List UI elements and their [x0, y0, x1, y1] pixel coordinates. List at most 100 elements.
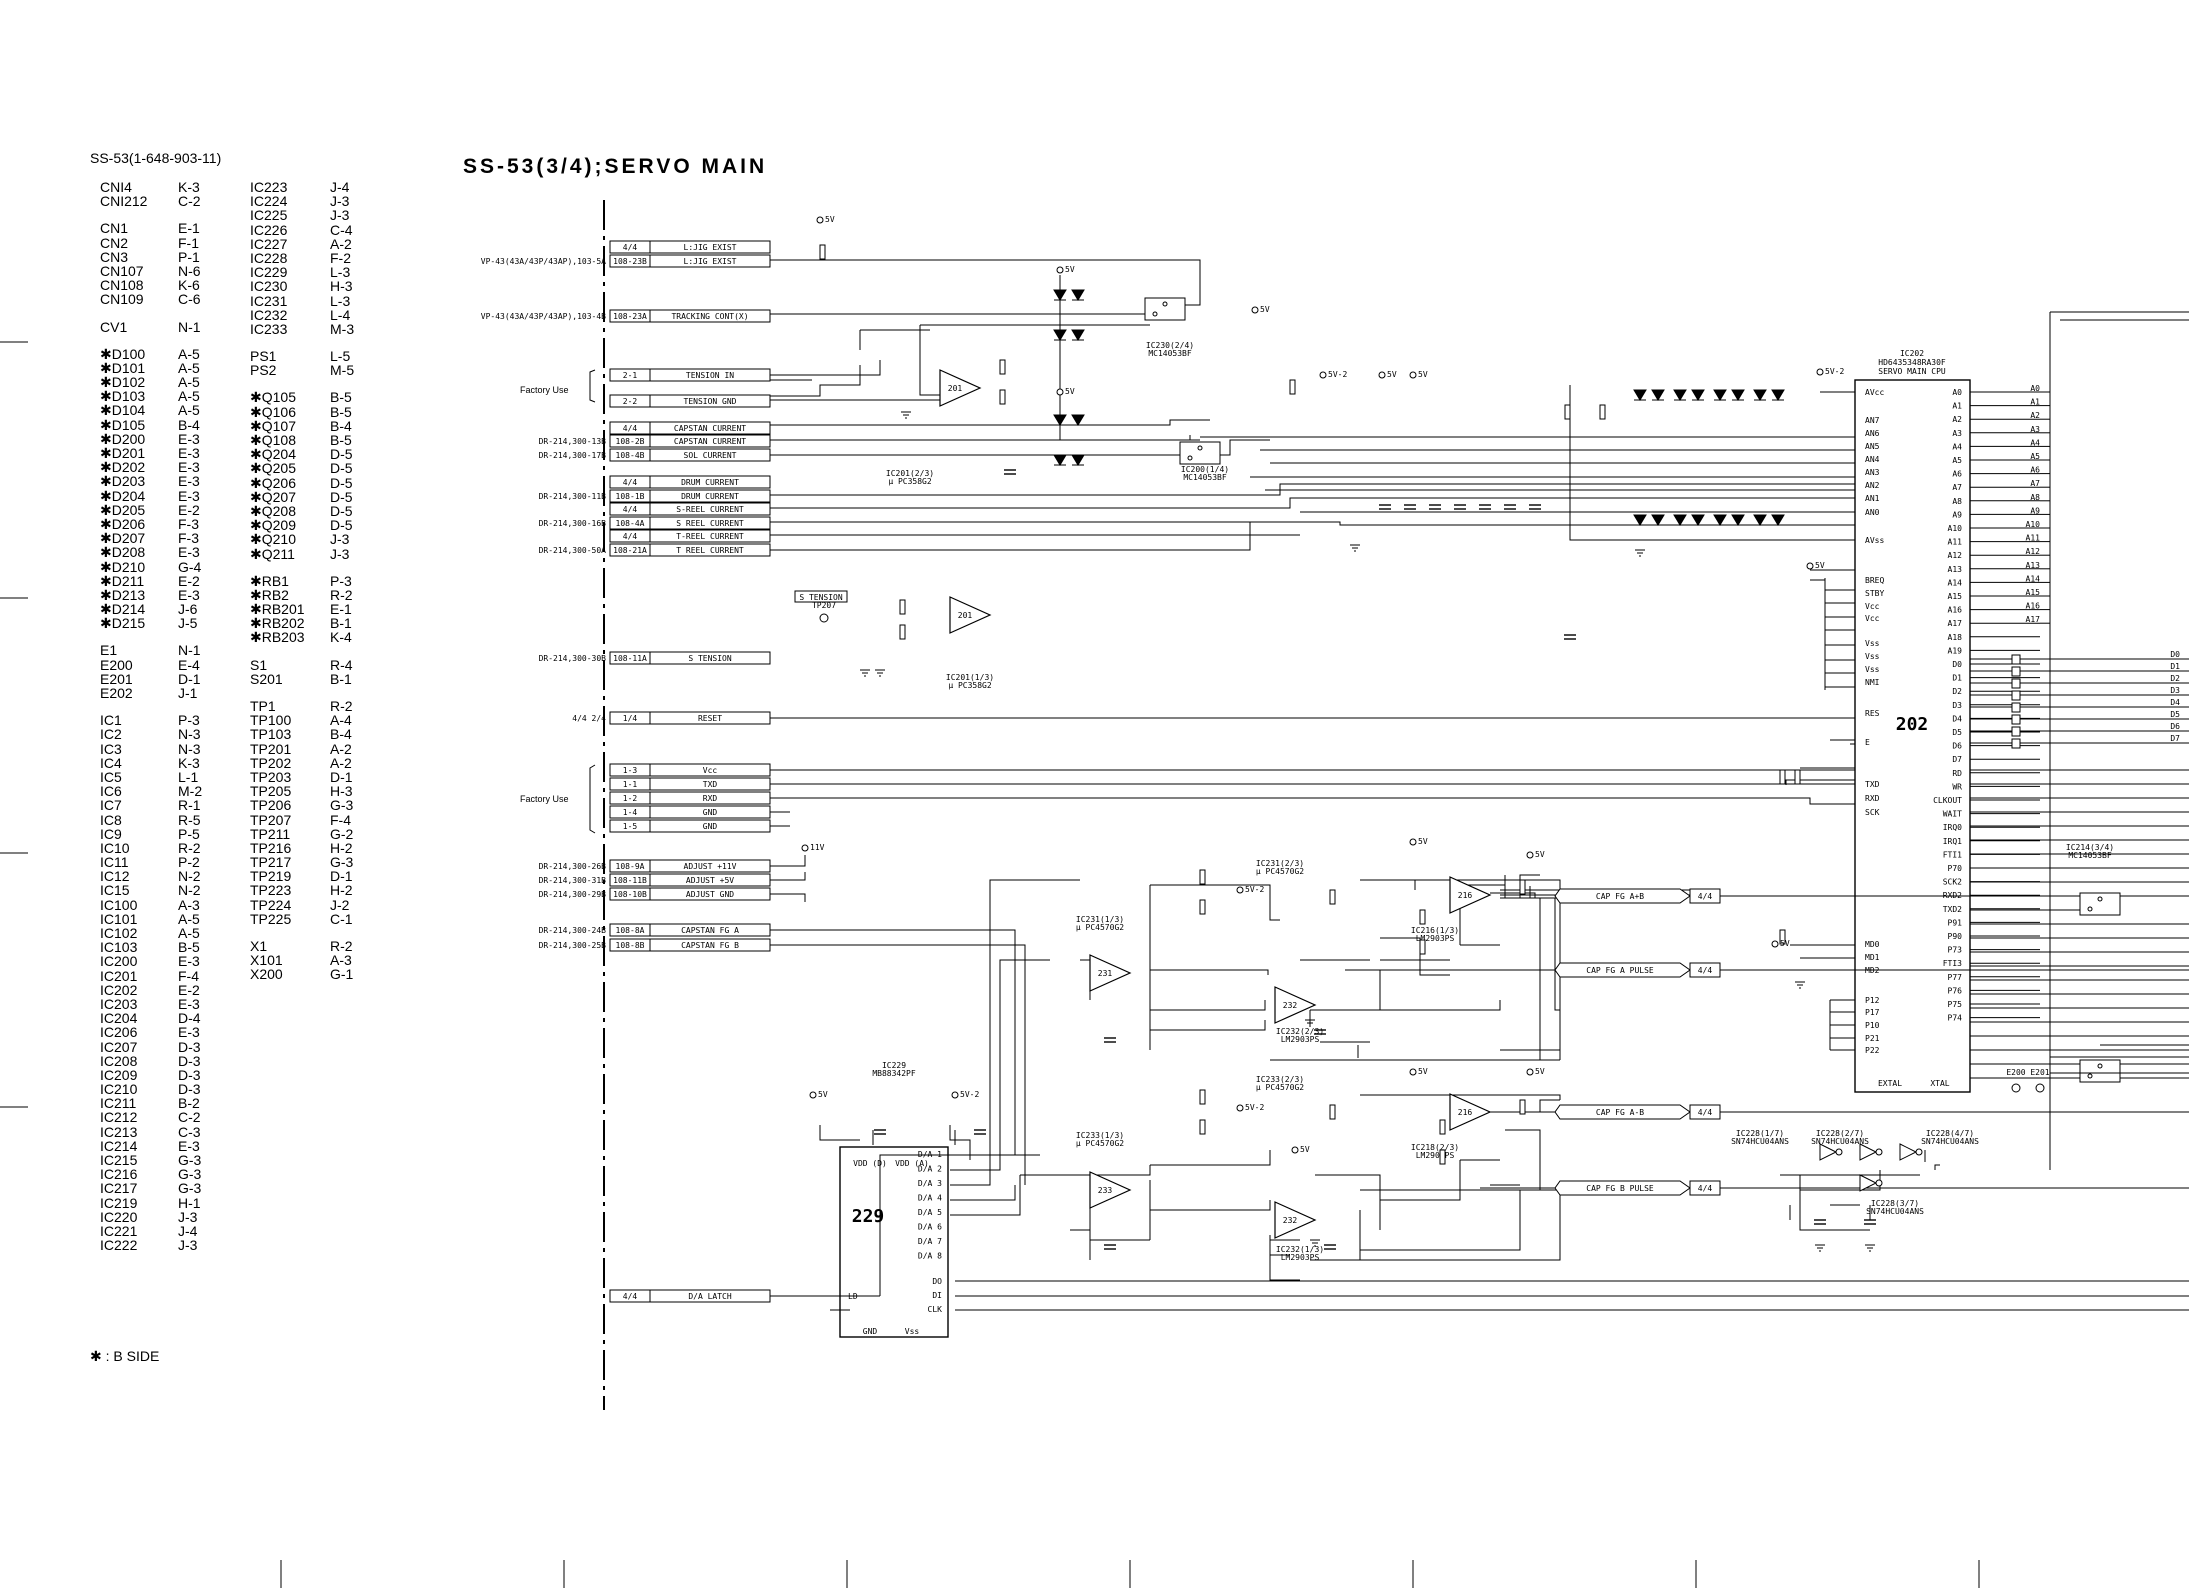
reference-ref: IC221 [100, 1222, 138, 1239]
reference-location: D-3 [178, 1066, 201, 1083]
resistor-symbol [1519, 879, 1526, 895]
reference-location: R-2 [330, 938, 353, 954]
bus-label: A14 [2026, 574, 2041, 583]
connector-source: DR-214,300-26B [539, 862, 607, 871]
reference-location: A-5 [178, 345, 200, 362]
reference-location: D-1 [330, 868, 353, 885]
reference-location: A-5 [178, 388, 200, 405]
reference-ref: TP103 [250, 726, 292, 743]
reference-location: E-3 [178, 430, 200, 447]
reference-location: M-5 [330, 362, 355, 379]
ic229-pin: Vss [905, 1327, 920, 1336]
reference-location: H-3 [330, 783, 353, 800]
bus-label: A1 [2030, 398, 2040, 407]
supply-label: 5V [1780, 939, 1790, 948]
connector-box [649, 434, 771, 448]
reference-ref: TP202 [250, 754, 292, 771]
reference-ref: TP217 [250, 854, 292, 871]
switch-contact [1187, 455, 1193, 461]
supply-node [1526, 1068, 1534, 1076]
connector-source: DR-214,300-24B [539, 926, 607, 935]
connector-label: TXD [703, 780, 718, 789]
supply-label: 5V [1418, 370, 1428, 379]
reference-ref: IC102 [100, 925, 138, 941]
op-amp-symbol [1449, 876, 1492, 914]
chip-ref: IC201(2/3) [886, 469, 934, 478]
reference-location: A-5 [178, 359, 200, 376]
switch-contact [1162, 301, 1168, 307]
connector-box [649, 421, 771, 435]
schematic-title: SS-53(3/4);SERVO MAIN [463, 155, 768, 178]
chip-part: μ PC358G2 [888, 477, 932, 486]
reference-ref: PS1 [250, 348, 277, 365]
reference-ref: IC100 [100, 896, 138, 913]
test-point [2035, 1083, 2045, 1093]
cpu-left-pin: P10 [1865, 1021, 1880, 1030]
cpu-right-pin: A8 [1952, 497, 1962, 506]
reference-location: C-1 [330, 910, 353, 927]
ground-symbol [1305, 1019, 1315, 1027]
connector-label: L:JIG EXIST [684, 243, 737, 252]
connector-tag: 1-3 [623, 766, 638, 775]
supply-node [1056, 388, 1064, 396]
reference-location: A-2 [330, 754, 352, 771]
resistor-symbol [1599, 404, 1606, 420]
ground-symbol [1350, 544, 1360, 552]
reference-location: F-1 [178, 234, 199, 251]
reference-ref: IC225 [250, 207, 288, 224]
cpu-right-pin: RXD2 [1943, 891, 1962, 900]
reference-ref: S1 [250, 656, 268, 673]
resistor-symbol [1329, 1104, 1336, 1120]
diode-symbol [1053, 414, 1067, 426]
reference-title: SS-53(1-648-903-11) [90, 150, 222, 166]
cpu-right-pin: D1 [1952, 674, 1962, 683]
diode-symbol [1071, 414, 1085, 426]
reference-location: A-4 [330, 712, 352, 729]
reference-location: E-3 [178, 487, 200, 504]
resistor-symbol [1779, 769, 1786, 785]
reference-location: B-2 [178, 1095, 200, 1112]
output-tag: 4/4 [1698, 1184, 1713, 1193]
cpu-right-pin: A15 [1948, 592, 1963, 601]
reference-ref: IC6 [100, 783, 122, 800]
ic229-pin: GND [863, 1327, 878, 1336]
cpu-right-pin: WAIT [1943, 810, 1962, 819]
chip-part: LM2903PS [1281, 1035, 1320, 1044]
chip-ref: IC216(1/3) [1411, 926, 1459, 935]
cpu-right-pin: P74 [1948, 1014, 1963, 1023]
reference-location: J-5 [178, 615, 198, 632]
ic229-pin: LD [848, 1292, 858, 1301]
reference-ref: IC223 [250, 179, 288, 195]
parts-reference: SS-53(1-648-903-11) [90, 150, 221, 166]
supply-label: 5V [1300, 1145, 1310, 1154]
reference-ref: ✱Q207 [250, 488, 296, 505]
connector-box [649, 368, 771, 382]
cpu-right-pin: SCK2 [1943, 878, 1962, 887]
factory-use-label: Factory Use [520, 385, 569, 395]
connector-box [649, 475, 771, 489]
cpu-right-pin: A7 [1952, 483, 1962, 492]
cpu-number: 202 [1896, 714, 1929, 735]
cpu-right-pin: D5 [1952, 728, 1962, 737]
op-amp-number: 201 [958, 611, 973, 620]
resistor-symbol [1419, 939, 1426, 955]
reference-location: F-3 [178, 530, 199, 547]
output-label: CAP FG A PULSE [1586, 966, 1654, 975]
cpu-right-pin: P91 [1948, 918, 1963, 927]
resistor-network-element [2011, 690, 2021, 701]
reference-location: A-3 [178, 896, 200, 913]
chip-ref: IC231(2/3) [1256, 859, 1304, 868]
connector-tag: 108-1B [616, 492, 645, 501]
bus-label: A12 [2026, 547, 2041, 556]
